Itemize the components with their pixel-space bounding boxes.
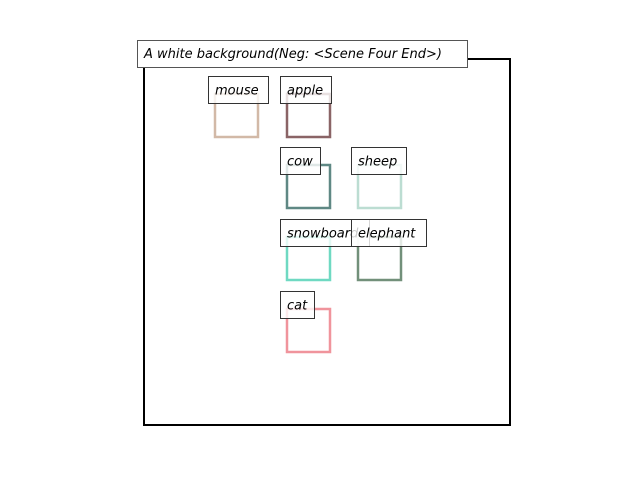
- caption-box: [137, 40, 468, 68]
- label-text: cat: [287, 299, 308, 314]
- label-box: [280, 76, 332, 104]
- object-label-sheep: sheep: [351, 147, 407, 175]
- label-text: snowboard: [287, 227, 359, 242]
- label-box: [280, 147, 321, 175]
- object-label-cat: cat: [280, 291, 315, 319]
- label-text: apple: [287, 84, 323, 99]
- label-text: cow: [287, 155, 313, 170]
- object-label-apple: apple: [280, 76, 332, 104]
- label-text: sheep: [358, 155, 397, 170]
- scene-caption: A white background(Neg: <Scene Four End>…: [137, 40, 468, 68]
- object-label-cow: cow: [280, 147, 321, 175]
- label-text: mouse: [215, 84, 259, 99]
- label-box: [351, 147, 407, 175]
- label-box: [280, 291, 315, 319]
- object-label-mouse: mouse: [208, 76, 269, 104]
- label-box: [351, 219, 427, 247]
- caption-text: A white background(Neg: <Scene Four End>…: [143, 47, 442, 62]
- label-box: [208, 76, 269, 104]
- label-text: elephant: [358, 227, 416, 242]
- object-label-elephant: elephant: [351, 219, 427, 247]
